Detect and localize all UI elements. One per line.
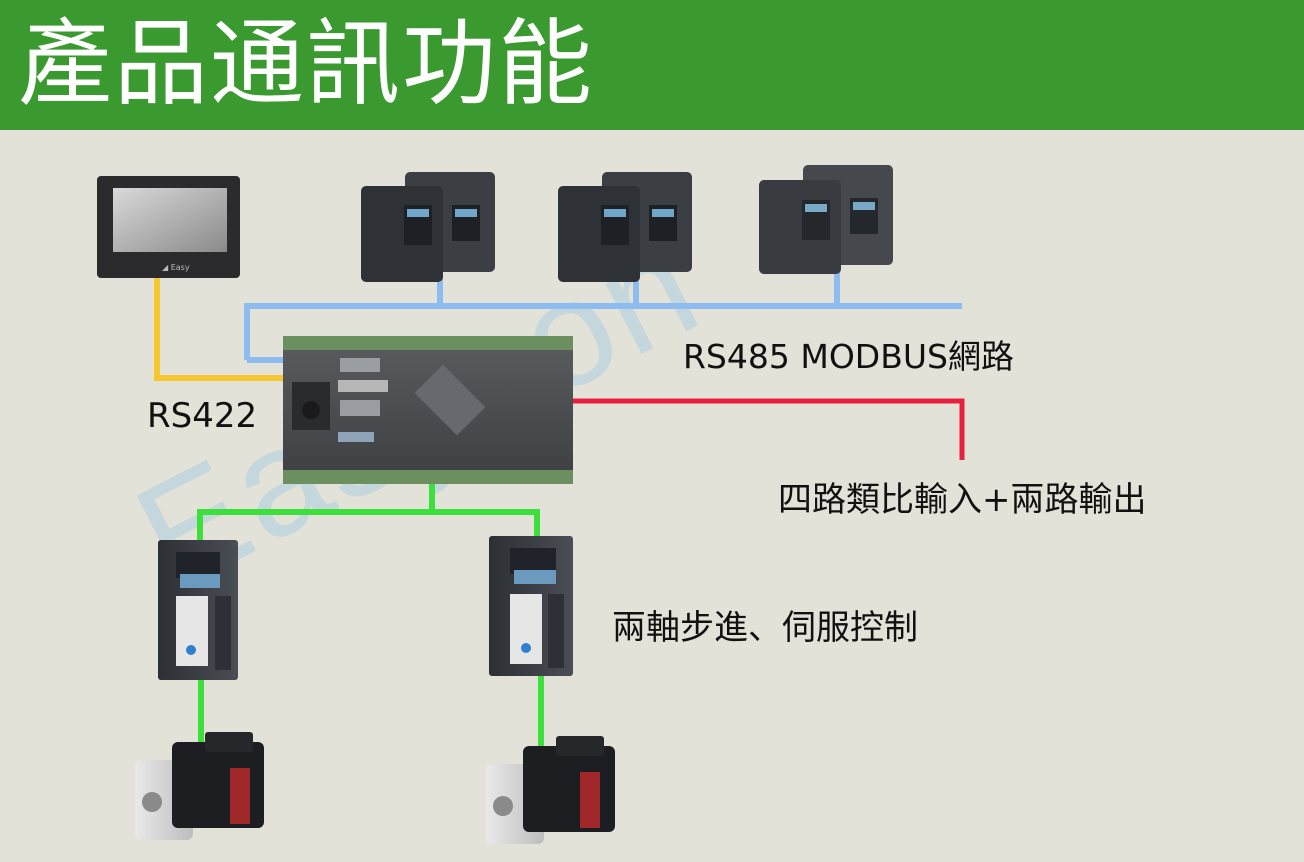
rs485-label: RS485 MODBUS網路 xyxy=(683,337,1014,376)
motion-control-label: 兩軸步進、伺服控制 xyxy=(612,608,918,648)
inverter-pair-2 xyxy=(558,172,692,282)
svg-text:◢ Easy: ◢ Easy xyxy=(162,263,190,272)
page-title: 產品通訊功能 xyxy=(18,10,595,119)
servo-drive-2 xyxy=(489,536,573,676)
rs422-line xyxy=(154,276,285,381)
servo-drive-1 xyxy=(158,540,238,680)
analog-io-label: 四路類比輸入+兩路輸出 xyxy=(778,480,1147,520)
rs422-label: RS422 xyxy=(147,396,258,436)
inverter-pair-3 xyxy=(759,165,893,274)
hmi-touch-panel: ◢ Easy xyxy=(97,176,240,278)
title-banner: 產品通訊功能 xyxy=(0,0,1304,130)
servo-motor-1 xyxy=(135,732,264,840)
analog-io-line xyxy=(570,398,965,460)
plc-controller xyxy=(283,336,573,484)
inverter-pair-1 xyxy=(361,172,495,282)
servo-motor-2 xyxy=(486,736,615,844)
